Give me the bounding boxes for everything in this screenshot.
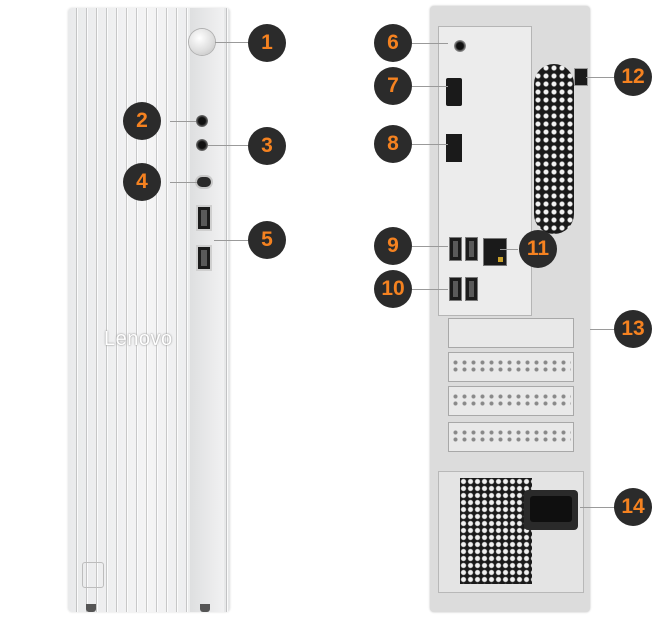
- power-connector-icon: [524, 490, 578, 530]
- callout-marker: 4: [123, 163, 161, 201]
- callout-marker: 13: [614, 310, 652, 348]
- leader-line: [586, 77, 614, 78]
- expansion-slot-icon: [448, 318, 574, 348]
- ethernet-port-icon: [483, 238, 507, 266]
- audio-jack-icon: [196, 115, 208, 127]
- callout-marker: 3: [248, 127, 286, 165]
- ethernet-led: [498, 257, 503, 262]
- leader-line: [412, 289, 448, 290]
- expansion-slot-icon: [448, 422, 574, 452]
- leader-line: [580, 507, 614, 508]
- rear-tower: [430, 6, 590, 612]
- leader-line: [412, 43, 448, 44]
- rear-io-plate: [438, 26, 532, 316]
- callout-marker: 1: [248, 24, 286, 62]
- leader-line: [215, 42, 249, 43]
- hdmi-port-icon: [446, 78, 462, 106]
- front-port-strip: [190, 8, 224, 612]
- front-foot: [200, 604, 210, 612]
- callout-marker: 6: [374, 24, 412, 62]
- leader-line: [170, 121, 196, 122]
- callout-marker: 7: [374, 67, 412, 105]
- leader-line: [590, 329, 614, 330]
- callout-marker: 11: [519, 230, 557, 268]
- usb-a-port-icon: [198, 247, 210, 269]
- leader-line: [500, 249, 518, 250]
- callout-marker: 5: [248, 221, 286, 259]
- front-foot: [86, 604, 96, 612]
- callout-marker: 8: [374, 125, 412, 163]
- leader-line: [412, 144, 448, 145]
- leader-line: [412, 86, 448, 87]
- callout-marker: 2: [123, 102, 161, 140]
- audio-jack-icon: [454, 40, 466, 52]
- usb-a-port-icon: [198, 207, 210, 229]
- leader-line: [208, 145, 248, 146]
- callout-marker: 10: [374, 270, 412, 308]
- usb-c-port-icon: [197, 177, 211, 187]
- callout-marker: 9: [374, 227, 412, 265]
- leader-line: [412, 246, 448, 247]
- displayport-icon: [446, 134, 462, 162]
- power-supply-vent: [460, 478, 532, 584]
- usb-a-port-icon: [466, 238, 477, 260]
- usb-a-port-icon: [466, 278, 477, 300]
- usb-a-port-icon: [450, 278, 461, 300]
- power-button-icon: [189, 29, 215, 55]
- callout-marker: 14: [614, 488, 652, 526]
- stand-emblem-icon: [82, 562, 104, 588]
- callout-marker: 12: [614, 58, 652, 96]
- brand-logo: Lenovo: [104, 328, 173, 350]
- leader-line: [170, 182, 197, 183]
- expansion-slot-icon: [448, 352, 574, 382]
- rear-vent-grille: [534, 64, 574, 234]
- audio-jack-icon: [196, 139, 208, 151]
- leader-line: [214, 240, 248, 241]
- usb-a-port-icon: [450, 238, 461, 260]
- expansion-slot-icon: [448, 386, 574, 416]
